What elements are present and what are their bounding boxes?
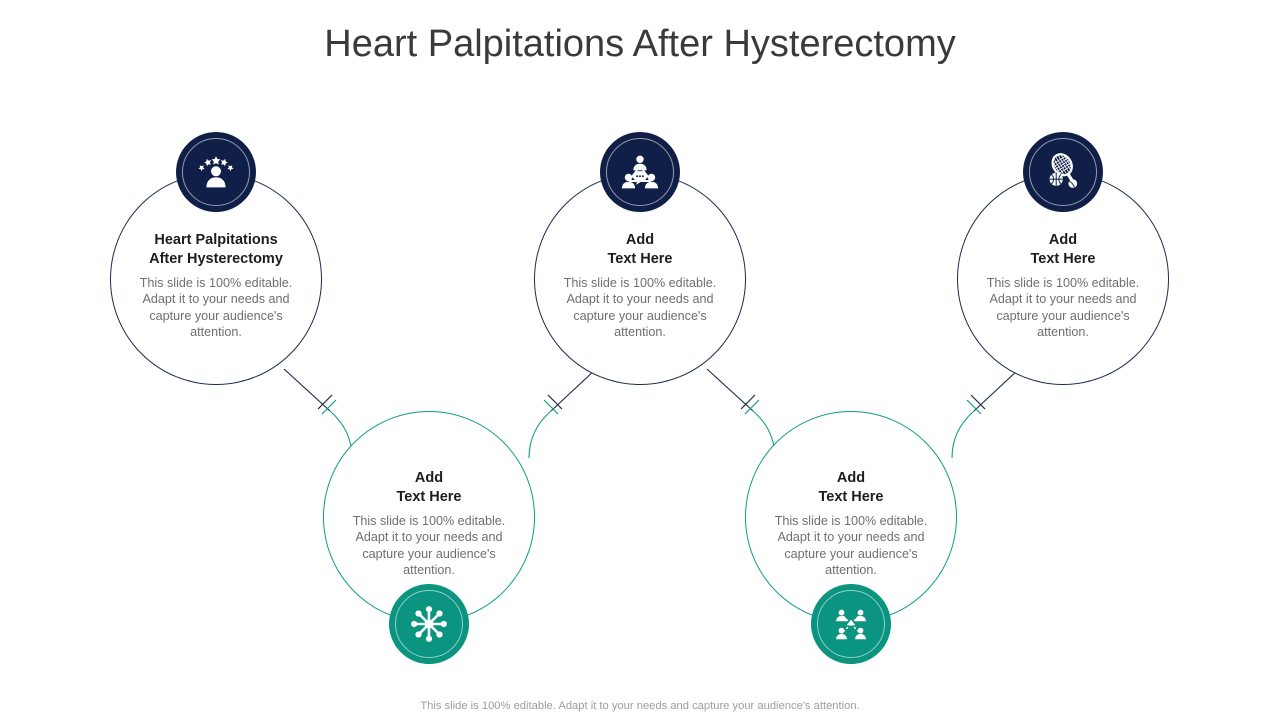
node-body-text: This slide is 100% editable. Adapt it to… — [774, 514, 928, 577]
people-network-icon[interactable] — [811, 584, 891, 664]
node-text-block: Add Text Here This slide is 100% editabl… — [337, 469, 521, 578]
node-text-block: Add Text Here This slide is 100% editabl… — [548, 231, 732, 340]
sports-racket-ball-icon[interactable] — [1023, 132, 1103, 212]
node-text-block: Heart Palpitations After Hysterectomy Th… — [124, 231, 308, 340]
badge-inner-ring — [606, 138, 674, 206]
hub-network-icon[interactable] — [389, 584, 469, 664]
node-body-text: This slide is 100% editable. Adapt it to… — [563, 276, 717, 339]
node-heading: Add Text Here — [1030, 232, 1096, 267]
team-discussion-icon[interactable] — [600, 132, 680, 212]
badge-inner-ring — [395, 590, 463, 658]
node-heading: Heart Palpitations After Hysterectomy — [149, 232, 283, 267]
node-heading: Add Text Here — [818, 470, 884, 505]
diagram-node-5[interactable]: Add Text Here This slide is 100% editabl… — [957, 132, 1169, 385]
badge-inner-ring — [817, 590, 885, 658]
diagram-node-3[interactable]: Add Text Here This slide is 100% editabl… — [534, 132, 746, 385]
node-body-text: This slide is 100% editable. Adapt it to… — [139, 276, 293, 339]
node-body-text: This slide is 100% editable. Adapt it to… — [352, 514, 506, 577]
person-stars-icon[interactable] — [176, 132, 256, 212]
badge-inner-ring — [182, 138, 250, 206]
node-heading: Add Text Here — [396, 470, 462, 505]
node-body-text: This slide is 100% editable. Adapt it to… — [986, 276, 1140, 339]
node-text-block: Add Text Here This slide is 100% editabl… — [759, 469, 943, 578]
diagram-node-1[interactable]: Heart Palpitations After Hysterectomy Th… — [110, 132, 322, 385]
diagram-node-4[interactable]: Add Text Here This slide is 100% editabl… — [745, 411, 957, 664]
node-text-block: Add Text Here This slide is 100% editabl… — [971, 231, 1155, 340]
diagram-node-2[interactable]: Add Text Here This slide is 100% editabl… — [323, 411, 535, 664]
footer-note: This slide is 100% editable. Adapt it to… — [420, 700, 860, 712]
badge-inner-ring — [1029, 138, 1097, 206]
page-title: Heart Palpitations After Hysterectomy — [324, 23, 956, 65]
node-heading: Add Text Here — [607, 232, 673, 267]
